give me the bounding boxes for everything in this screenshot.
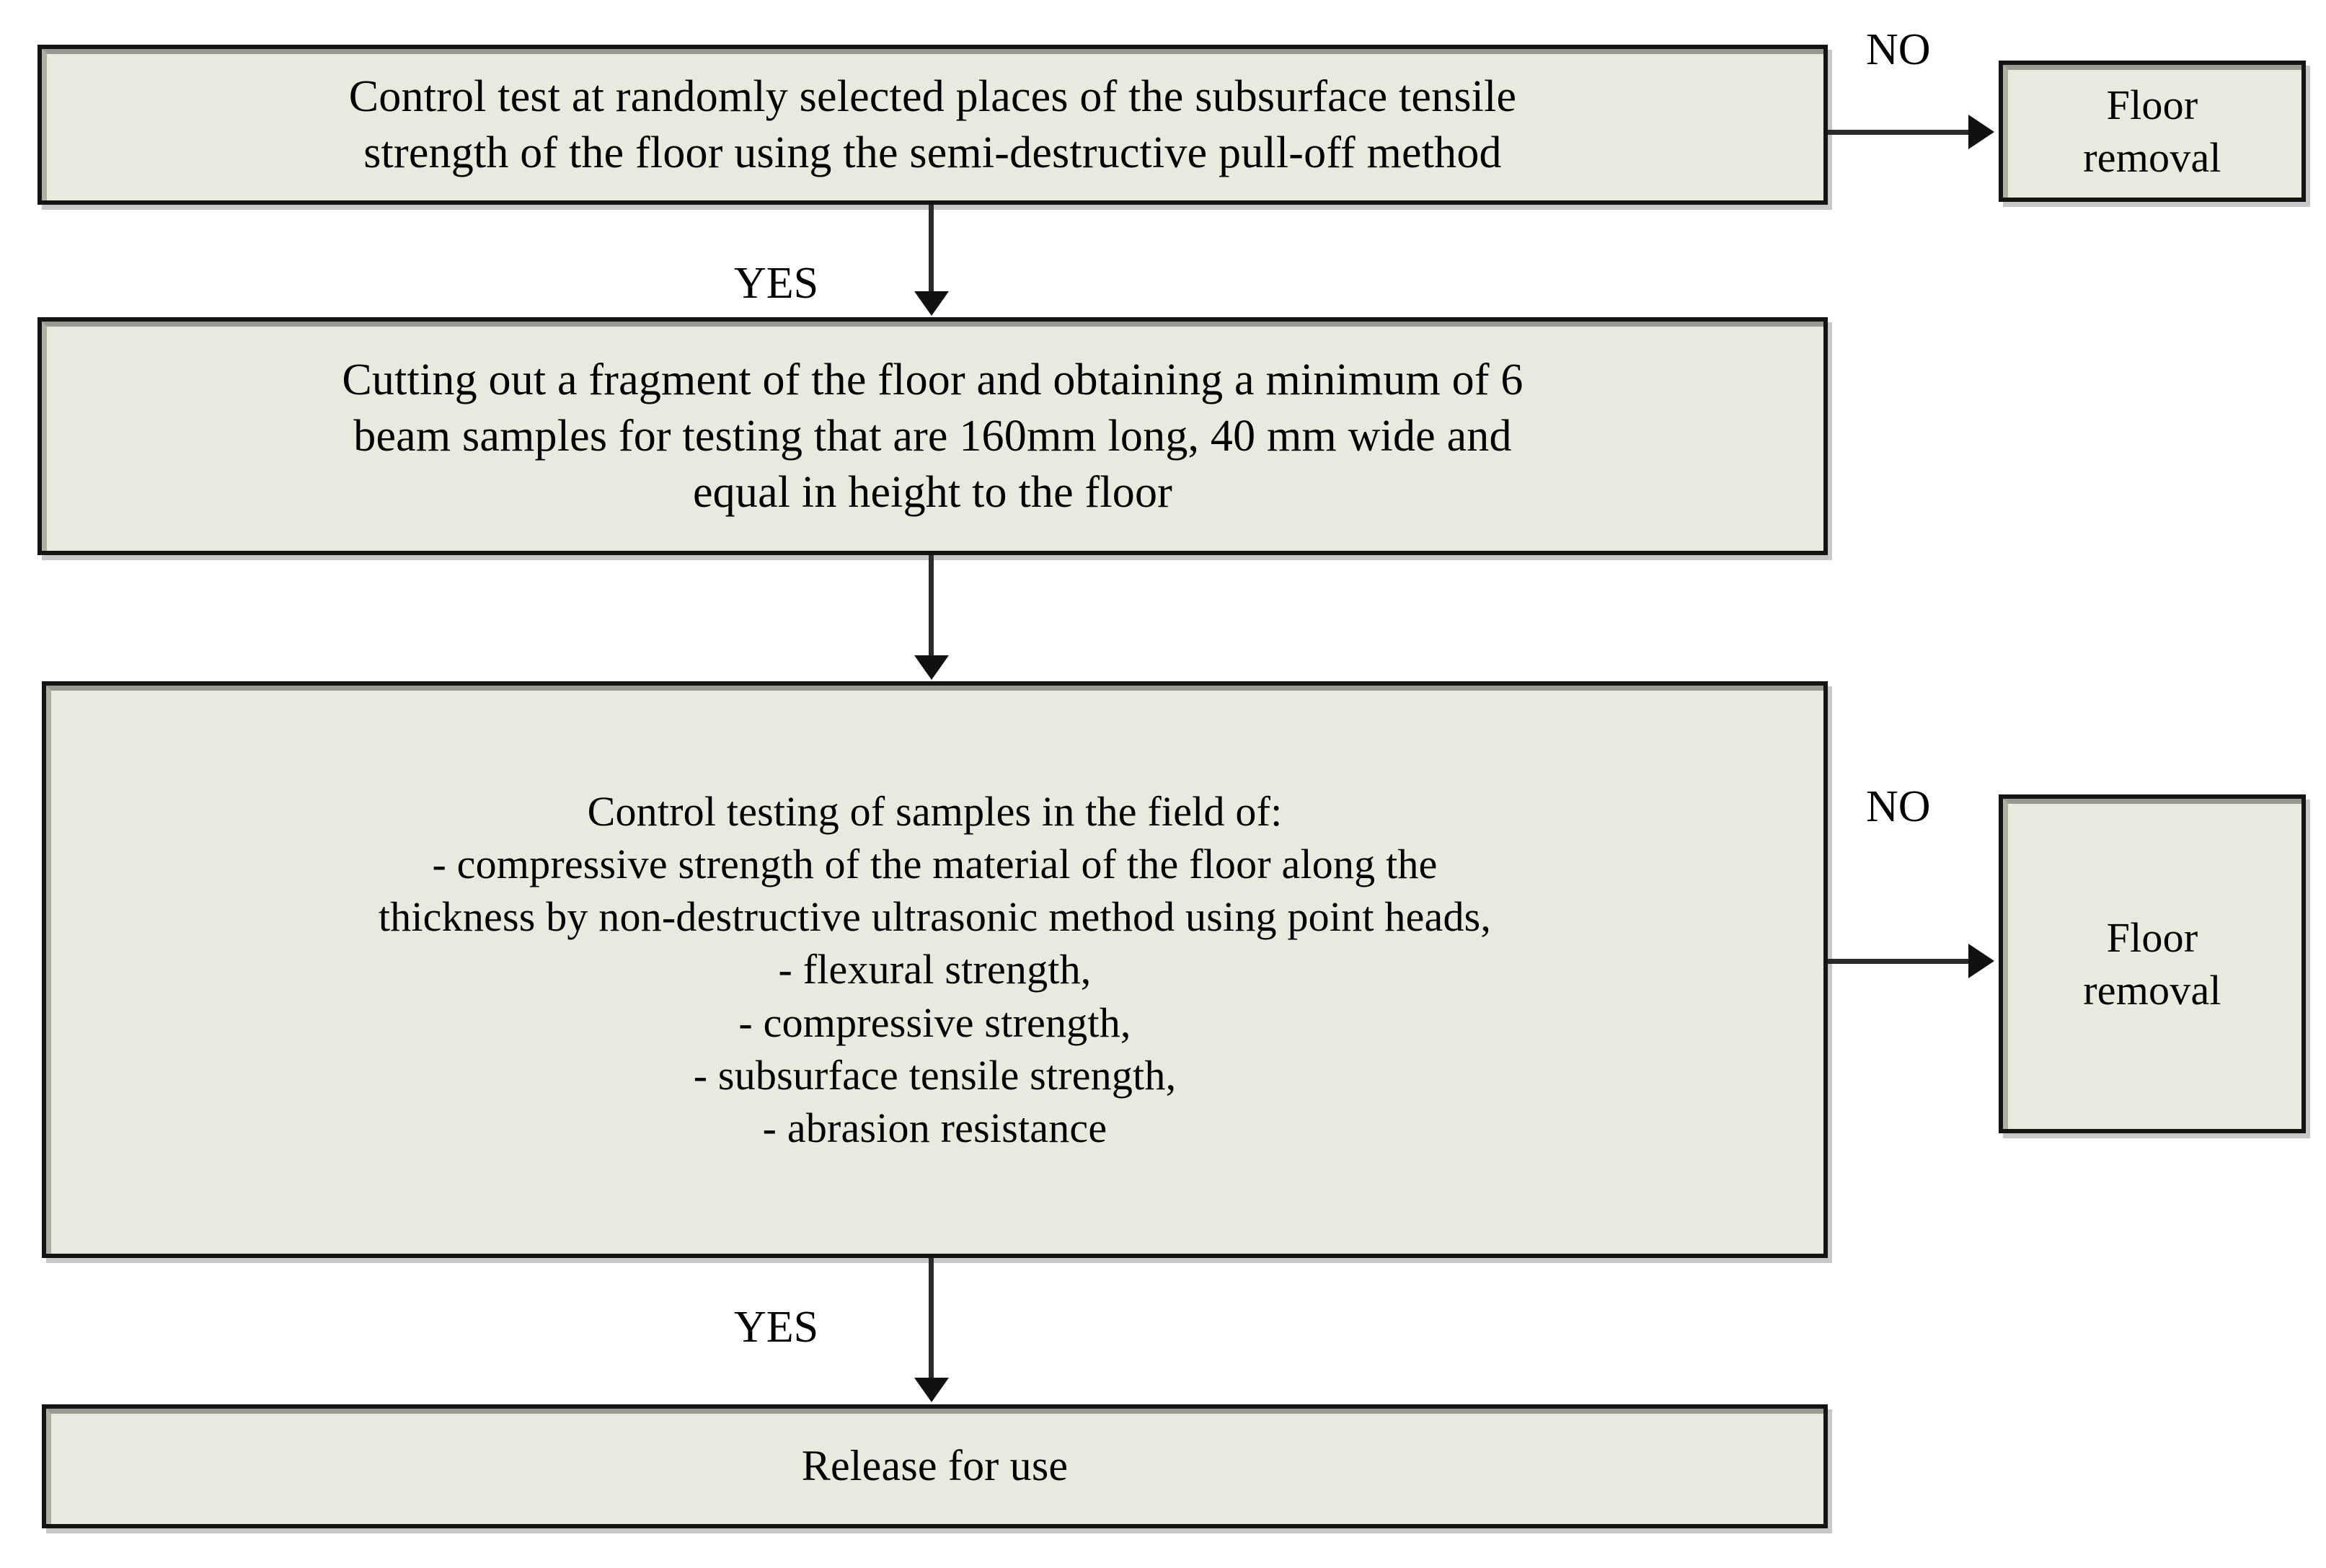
arrowhead-cutting-to-control-testing [914,655,949,680]
node-control-test[interactable]: Control test at randomly selected places… [37,45,1828,205]
node-cutting-fragment[interactable]: Cutting out a fragment of the floor and … [37,317,1828,555]
node-cutting-fragment-line-1: Cutting out a fragment of the floor and … [342,355,1524,404]
node-floor-removal-bottom-line-2: removal [2083,967,2221,1014]
node-floor-removal-bottom-text: Floor removal [2003,911,2301,1016]
connector-control-testing-to-floor-removal [1828,959,1972,964]
node-control-test-line-1: Control test at randomly selected places… [348,71,1517,121]
node-control-test-text: Control test at randomly selected places… [42,68,1823,181]
node-release-for-use[interactable]: Release for use [42,1404,1828,1528]
node-control-testing-line-7: - abrasion resistance [762,1104,1107,1151]
connector-control-test-to-cutting [929,205,934,294]
node-control-testing-line-2: - compressive strength of the material o… [432,841,1438,888]
node-control-testing-line-6: - subsurface tensile strength, [693,1051,1177,1099]
node-control-testing-line-4: - flexural strength, [778,946,1092,993]
node-release-for-use-line-1: Release for use [801,1442,1069,1490]
node-floor-removal-top-line-2: removal [2083,134,2221,181]
node-release-for-use-text: Release for use [46,1439,1823,1494]
node-control-testing[interactable]: Control testing of samples in the field … [42,681,1828,1258]
arrowhead-control-testing-to-floor-removal [1968,944,1994,978]
node-control-testing-line-3: thickness by non-destructive ultrasonic … [378,893,1492,941]
node-cutting-fragment-text: Cutting out a fragment of the floor and … [42,352,1823,521]
arrowhead-control-test-to-floor-removal [1968,115,1994,149]
edge-label-no-control-testing: NO [1866,782,1931,831]
edge-label-no-control-test: NO [1866,25,1931,74]
node-control-test-line-2: strength of the floor using the semi-des… [363,128,1502,177]
node-floor-removal-bottom[interactable]: Floor removal [1999,794,2306,1133]
connector-control-testing-to-release [929,1258,934,1381]
connector-control-test-to-floor-removal [1828,130,1972,135]
node-floor-removal-top-text: Floor removal [2003,79,2301,184]
node-floor-removal-top-line-1: Floor [2106,81,2198,128]
arrowhead-control-testing-to-release [914,1378,949,1402]
edge-label-yes-control-testing: YES [734,1303,819,1352]
node-cutting-fragment-line-3: equal in height to the floor [692,468,1173,518]
arrowhead-control-test-to-cutting [914,291,949,316]
node-cutting-fragment-line-2: beam samples for testing that are 160mm … [353,411,1512,461]
edge-label-yes-control-test: YES [734,259,819,308]
node-control-testing-line-5: - compressive strength, [738,998,1131,1046]
node-floor-removal-bottom-line-1: Floor [2106,913,2198,961]
node-control-testing-text: Control testing of samples in the field … [46,785,1823,1154]
node-control-testing-line-1: Control testing of samples in the field … [587,788,1283,836]
node-floor-removal-top[interactable]: Floor removal [1999,61,2306,202]
connector-cutting-to-control-testing [929,555,934,658]
